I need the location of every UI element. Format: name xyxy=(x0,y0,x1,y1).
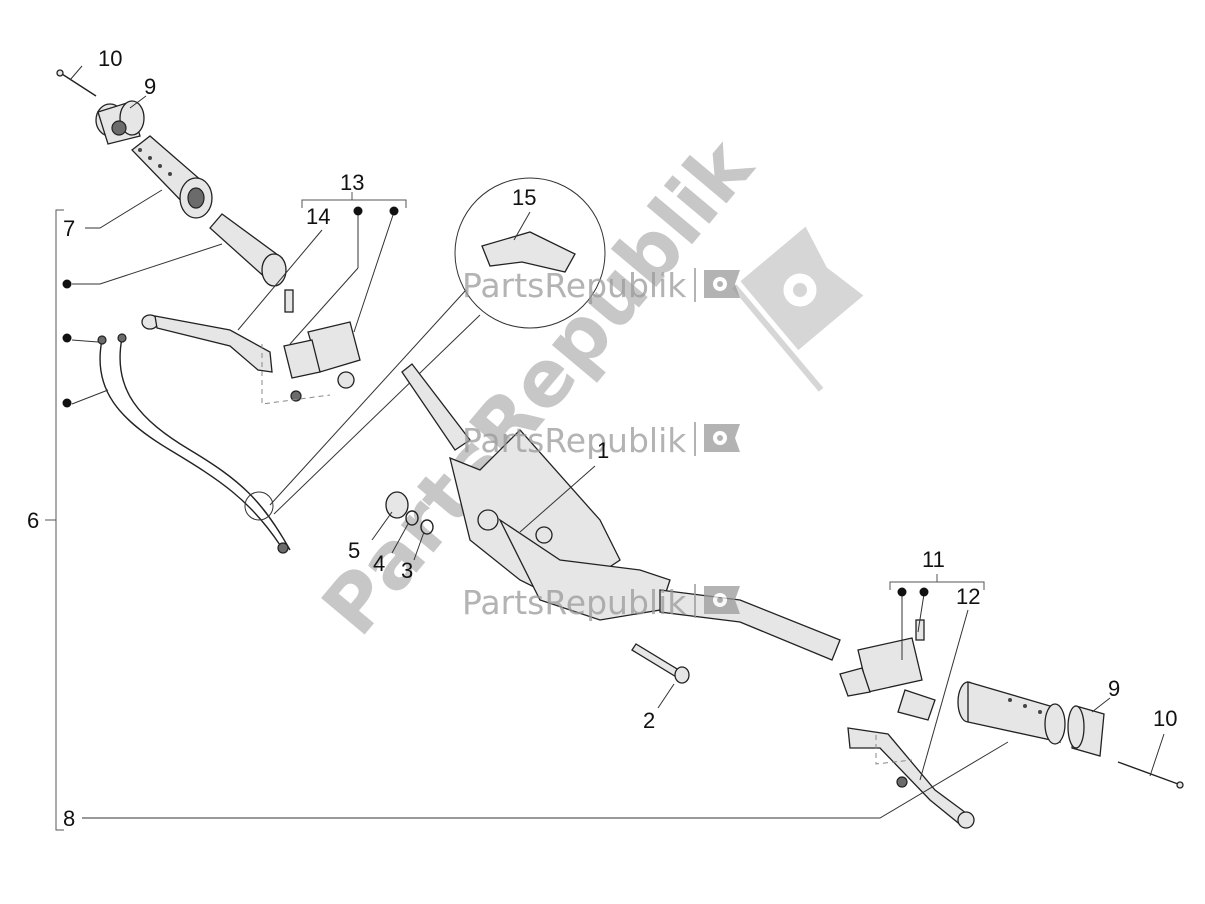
callout-9-right: 9 xyxy=(1108,676,1120,701)
watermark-text-middle: PartsRepublik xyxy=(462,421,687,460)
part-lever-14-left xyxy=(141,314,273,373)
callout-10-right: 10 xyxy=(1153,706,1177,731)
part-throttle-tube xyxy=(209,213,287,287)
part-bar-end-weight-9-left xyxy=(95,100,145,145)
callout-13: 13 xyxy=(340,170,364,195)
callout-15: 15 xyxy=(512,185,536,210)
part-bolt-2 xyxy=(631,643,690,684)
callout-1: 1 xyxy=(597,438,609,463)
part-washer-4 xyxy=(405,510,419,526)
gear-flag-icon-top xyxy=(704,270,740,298)
callout-8: 8 xyxy=(63,806,75,831)
callout-7: 7 xyxy=(63,216,75,241)
assembly-bracket-6 xyxy=(45,209,64,831)
leader-lines xyxy=(69,65,1165,819)
part-grip-7-left xyxy=(131,135,213,219)
watermark-bottom: PartsRepublik xyxy=(462,583,740,622)
part-master-cylinder-11-right xyxy=(839,619,936,721)
group-bracket-11 xyxy=(889,574,985,597)
callout-4: 4 xyxy=(373,551,385,576)
watermark-top: PartsRepublik xyxy=(462,266,740,305)
part-master-cylinder-13-left xyxy=(283,289,361,402)
part-grip-right xyxy=(957,681,1066,745)
gear-flag-icon-middle xyxy=(704,424,740,452)
callout-9-left: 9 xyxy=(144,74,156,99)
gear-flag-icon-bottom xyxy=(704,586,740,614)
detail-circle-15 xyxy=(269,177,606,515)
watermark-text-bottom: PartsRepublik xyxy=(462,583,687,622)
group-bracket-13 xyxy=(301,192,407,216)
callout-2: 2 xyxy=(643,708,655,733)
part-bolt-10-left xyxy=(56,69,97,97)
callout-labels: 10 9 7 13 14 15 6 1 5 4 3 11 12 2 9 10 8 xyxy=(27,46,1177,831)
watermark-middle: PartsRepublik xyxy=(462,421,740,460)
callout-5: 5 xyxy=(348,538,360,563)
part-lever-12-right xyxy=(847,727,975,829)
watermark-text-top: PartsRepublik xyxy=(462,266,687,305)
callout-10-left: 10 xyxy=(98,46,122,71)
gear-flag-icon xyxy=(732,226,864,392)
part-washer-3 xyxy=(420,519,434,535)
part-bar-end-weight-9-right xyxy=(1067,705,1105,757)
part-cables-left xyxy=(97,333,291,554)
callout-12: 12 xyxy=(956,584,980,609)
assembly-dots-6 xyxy=(62,279,72,408)
part-spacer-5 xyxy=(385,491,409,519)
callout-6: 6 xyxy=(27,508,39,533)
callout-3: 3 xyxy=(401,558,413,583)
callout-11: 11 xyxy=(922,547,945,572)
callout-14: 14 xyxy=(306,204,330,229)
part-bolt-10-right xyxy=(1117,761,1184,789)
